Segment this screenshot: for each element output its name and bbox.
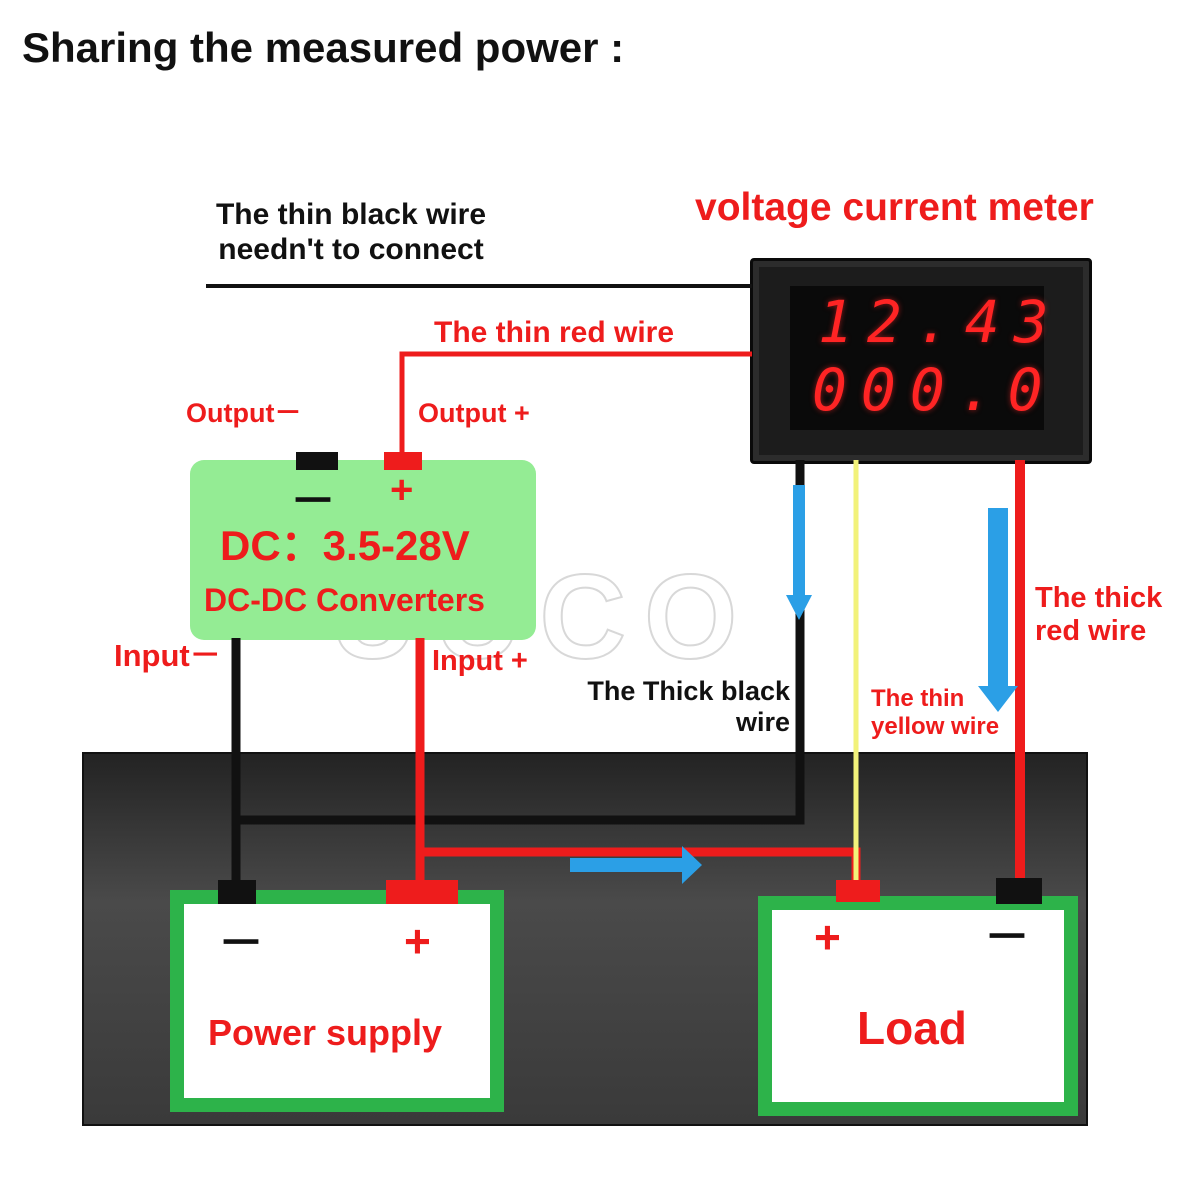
- meter-voltage-reading: 12.43: [818, 288, 1063, 356]
- output-plus-label: Output +: [418, 398, 530, 428]
- thin-yellow-wire-label: The thin yellow wire: [871, 685, 1000, 740]
- load-label: Load: [857, 1002, 967, 1054]
- load-box: [758, 896, 1078, 1116]
- thin-red-wire: [399, 351, 752, 456]
- arrow-icon-down-thick-black: [786, 485, 812, 620]
- power-supply-positive-terminal: [386, 880, 458, 904]
- converter-voltage-label: DC：3.5-28V: [220, 522, 470, 569]
- power-supply-plus-sign: +: [404, 915, 431, 967]
- thick-red-wire-label: The thick red wire: [1035, 582, 1163, 648]
- converter-minus-sign: －: [290, 475, 336, 527]
- arrow-icon-right-current: [570, 846, 702, 884]
- output-minus-label: Output－: [186, 398, 302, 428]
- arrow-icon-down-thick-red: [978, 508, 1018, 712]
- converter-output-negative-terminal: [296, 452, 338, 470]
- page-title: Sharing the measured power :: [22, 24, 625, 71]
- thick-black-wire: [236, 460, 805, 825]
- thin-black-wire-note: The thin black wire needn't to connect: [215, 198, 487, 266]
- load-plus-sign: +: [814, 911, 841, 963]
- input-minus-label: Input－: [114, 638, 221, 673]
- load-positive-terminal: [836, 880, 880, 902]
- converter-output-positive-terminal: [384, 452, 422, 470]
- thin-red-wire-label: The thin red wire: [434, 316, 675, 349]
- input-plus-label: Input +: [432, 645, 528, 677]
- thick-black-wire-label: The Thick black wire: [587, 676, 790, 738]
- load-negative-terminal: [996, 878, 1042, 904]
- converter-name-label: DC-DC Converters: [204, 582, 485, 618]
- dc-dc-converter-box: [190, 460, 536, 640]
- power-supply-negative-terminal: [218, 880, 256, 904]
- converter-plus-sign: +: [390, 468, 414, 512]
- power-supply-label: Power supply: [208, 1012, 443, 1053]
- meter-current-reading: 000.0: [812, 356, 1057, 424]
- meter-title-label: voltage current meter: [695, 186, 1094, 229]
- load-minus-sign: －: [984, 911, 1030, 963]
- power-supply-minus-sign: －: [218, 917, 264, 969]
- meter-display-screen: [790, 286, 1044, 430]
